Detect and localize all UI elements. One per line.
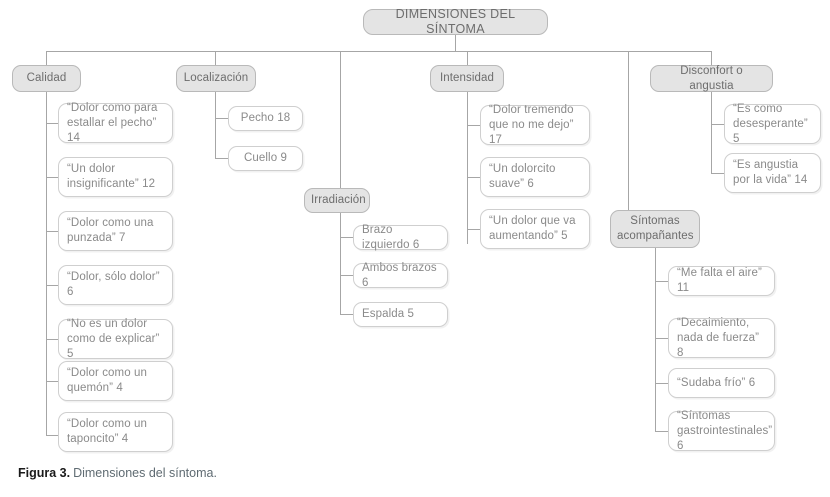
- leaf-node-intensidad-0: “Dolor tremendo que no me dejo” 17: [480, 103, 590, 146]
- leaf-node-disconfort-0: “Es como desesperante” 5: [724, 102, 821, 145]
- connector-level1-bus: [46, 51, 712, 52]
- leaf-node-calidad-0-label: “Dolor como para estallar el pecho” 14: [67, 101, 158, 144]
- leaf-node-calidad-3: “Dolor, sólo dolor” 6: [58, 265, 173, 305]
- connector-stub-calidad-4: [46, 339, 58, 340]
- leaf-node-intensidad-0-label: “Dolor tremendo que no me dejo” 17: [489, 103, 574, 146]
- root-node-label: DIMENSIONES DEL SÍNTOMA: [395, 7, 516, 36]
- leaf-node-sintomas-1-label: “Decaimiento, nada de fuerza” 8: [677, 316, 760, 359]
- connector-drop-localizacion: [215, 51, 216, 65]
- leaf-node-irradiacion-0-label: Brazo izquierdo 6: [362, 223, 420, 251]
- connector-spine-irradiacion: [340, 213, 341, 314]
- leaf-node-localizacion-0-label: Pecho 18: [240, 112, 291, 124]
- connector-spine-disconfort: [711, 92, 712, 173]
- leaf-node-localizacion-1: Cuello 9: [228, 146, 303, 171]
- leaf-node-calidad-4: “No es un dolor como de explicar” 5: [58, 317, 173, 360]
- connector-stub-irradiacion-1: [340, 275, 353, 276]
- connector-spine-sintomas-acompanantes: [655, 248, 656, 431]
- connector-stub-intensidad-2: [467, 229, 480, 230]
- leaf-node-sintomas-0: “Me falta el aire” 11: [668, 266, 775, 296]
- connector-spine-intensidad: [467, 92, 468, 244]
- connector-root-stem: [455, 35, 456, 51]
- leaf-node-disconfort-1-label: “Es angustia por la vida” 14: [733, 159, 808, 186]
- connector-stub-calidad-1: [46, 177, 58, 178]
- branch-node-calidad-label: Calidad: [26, 72, 67, 84]
- connector-spine-calidad: [46, 92, 47, 435]
- branch-node-localizacion: Localización: [176, 65, 256, 92]
- connector-stub-sintomas-1: [655, 338, 668, 339]
- connector-stub-calidad-5: [46, 381, 58, 382]
- connector-spine-localizacion: [215, 92, 216, 158]
- connector-stub-calidad-0: [46, 123, 58, 124]
- connector-stub-localizacion-0: [215, 118, 228, 119]
- connector-drop-intensidad: [467, 51, 468, 65]
- branch-node-localizacion-label: Localización: [183, 72, 249, 84]
- leaf-node-disconfort-1: “Es angustia por la vida” 14: [724, 153, 821, 193]
- connector-drop-sintomas-acompanantes: [628, 51, 629, 210]
- leaf-node-sintomas-1: “Decaimiento, nada de fuerza” 8: [668, 316, 775, 359]
- connector-drop-irradiacion: [340, 51, 341, 188]
- leaf-node-calidad-4-label: “No es un dolor como de explicar” 5: [67, 317, 160, 360]
- branch-node-irradiacion-label: Irradiación: [311, 194, 366, 206]
- connector-stub-sintomas-2: [655, 383, 668, 384]
- leaf-node-calidad-2-label: “Dolor como una punzada” 7: [67, 217, 154, 244]
- leaf-node-calidad-1: “Un dolor insignificante” 12: [58, 157, 173, 197]
- connector-stub-intensidad-1: [467, 177, 480, 178]
- branch-node-disconfort-label: Disconfort o angustia: [680, 64, 743, 92]
- leaf-node-intensidad-2-label: “Un dolor que va aumentando” 5: [489, 215, 576, 242]
- leaf-node-sintomas-2: “Sudaba frío” 6: [668, 368, 775, 398]
- branch-node-sintomas-acompanantes: Síntomas acompañantes: [610, 210, 700, 248]
- connector-stub-irradiacion-2: [340, 314, 353, 315]
- leaf-node-sintomas-3-label: “Síntomas gastrointestinales” 6: [677, 409, 773, 452]
- connector-stub-calidad-2: [46, 231, 58, 232]
- leaf-node-calidad-6: “Dolor como un taponcito” 4: [58, 412, 173, 452]
- leaf-node-sintomas-2-label: “Sudaba frío” 6: [677, 376, 756, 389]
- connector-drop-disconfort: [711, 51, 712, 65]
- connector-stub-sintomas-3: [655, 431, 668, 432]
- figure-caption-label: Figura 3.: [18, 466, 71, 480]
- leaf-node-intensidad-1-label: “Un dolorcito suave” 6: [489, 163, 556, 190]
- connector-stub-localizacion-1: [215, 158, 228, 159]
- connector-stub-irradiacion-0: [340, 237, 353, 238]
- leaf-node-calidad-5-label: “Dolor como un quemón” 4: [67, 367, 148, 394]
- connector-stub-calidad-3: [46, 285, 58, 286]
- branch-node-intensidad: Intensidad: [430, 65, 504, 92]
- connector-stub-calidad-6: [46, 435, 58, 436]
- leaf-node-calidad-0: “Dolor como para estallar el pecho” 14: [58, 101, 173, 144]
- branch-node-calidad: Calidad: [12, 65, 81, 92]
- figure-caption: Figura 3.Dimensiones del síntoma.: [18, 466, 217, 480]
- leaf-node-irradiacion-1-label: Ambos brazos 6: [362, 261, 437, 289]
- connector-stub-disconfort-0: [711, 124, 724, 125]
- leaf-node-sintomas-3: “Síntomas gastrointestinales” 6: [668, 409, 775, 452]
- leaf-node-disconfort-0-label: “Es como desesperante” 5: [733, 102, 808, 145]
- leaf-node-irradiacion-2-label: Espalda 5: [362, 308, 415, 320]
- figure-caption-text: Dimensiones del síntoma.: [73, 466, 217, 480]
- branch-node-sintomas-acompanantes-label: Síntomas acompañantes: [617, 215, 694, 242]
- leaf-node-irradiacion-0: Brazo izquierdo 6: [353, 223, 448, 251]
- connector-stub-intensidad-0: [467, 125, 480, 126]
- leaf-node-calidad-2: “Dolor como una punzada” 7: [58, 211, 173, 251]
- branch-node-disconfort: Disconfort o angustia: [650, 65, 773, 92]
- leaf-node-localizacion-0: Pecho 18: [228, 106, 303, 131]
- branch-node-irradiacion: Irradiación: [304, 188, 370, 213]
- root-node-dimensiones-del-sintoma: DIMENSIONES DEL SÍNTOMA: [363, 7, 548, 36]
- connector-drop-calidad: [46, 51, 47, 65]
- leaf-node-irradiacion-1: Ambos brazos 6: [353, 261, 448, 289]
- leaf-node-calidad-5: “Dolor como un quemón” 4: [58, 361, 173, 401]
- connector-stub-sintomas-0: [655, 281, 668, 282]
- leaf-node-localizacion-1-label: Cuello 9: [244, 152, 287, 164]
- leaf-node-calidad-1-label: “Un dolor insignificante” 12: [67, 163, 156, 190]
- branch-node-intensidad-label: Intensidad: [439, 72, 495, 84]
- leaf-node-sintomas-0-label: “Me falta el aire” 11: [677, 267, 762, 294]
- leaf-node-irradiacion-2: Espalda 5: [353, 302, 448, 327]
- leaf-node-intensidad-1: “Un dolorcito suave” 6: [480, 157, 590, 197]
- leaf-node-calidad-3-label: “Dolor, sólo dolor” 6: [67, 271, 160, 298]
- connector-stub-disconfort-1: [711, 173, 724, 174]
- leaf-node-intensidad-2: “Un dolor que va aumentando” 5: [480, 209, 590, 249]
- leaf-node-calidad-6-label: “Dolor como un taponcito” 4: [67, 418, 148, 445]
